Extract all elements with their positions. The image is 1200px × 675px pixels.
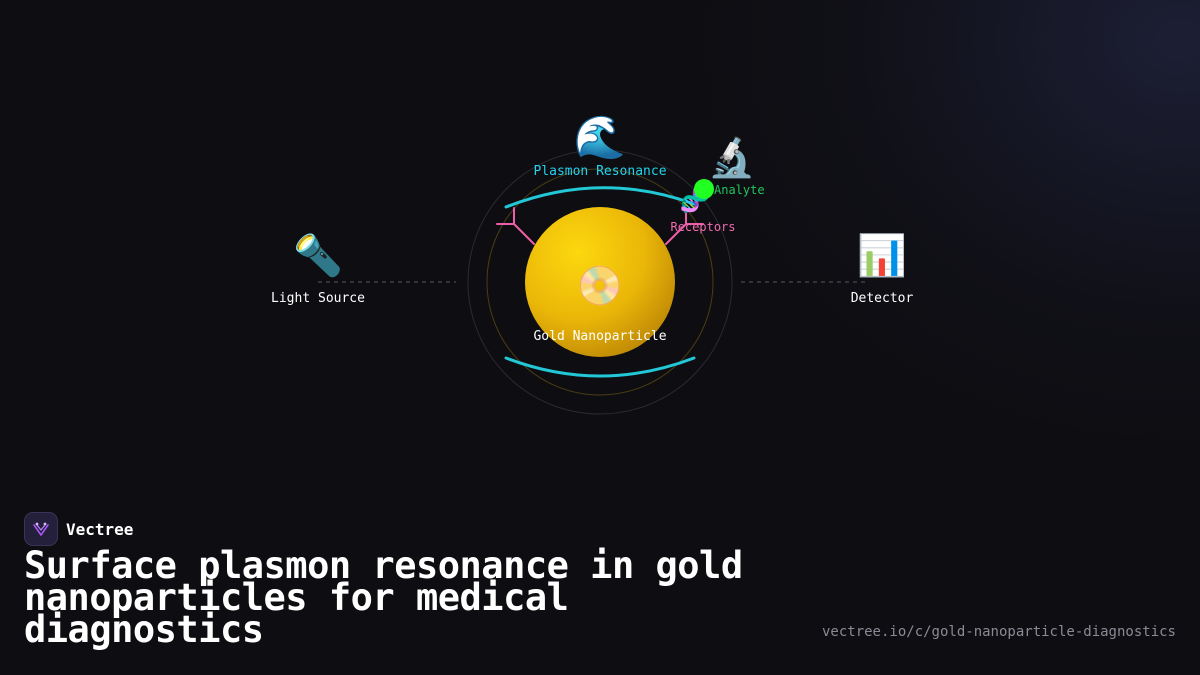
light-source-label: Light Source bbox=[271, 291, 365, 306]
flashlight-icon: 🔦 bbox=[293, 232, 343, 279]
microscope-icon: 🔬 bbox=[708, 135, 755, 180]
outer-orbit-ring bbox=[467, 149, 733, 415]
wave-icon: 🌊 bbox=[574, 113, 626, 162]
analyte-molecule-dot bbox=[694, 179, 714, 199]
disc-icon: 📀 bbox=[576, 264, 623, 309]
plasmon-wave-bottom bbox=[504, 356, 696, 378]
gold-nanoparticle-label: Gold Nanoparticle bbox=[533, 329, 666, 344]
receptor-right bbox=[665, 207, 704, 245]
plasmon-wave-top bbox=[504, 186, 696, 209]
inner-orbit-ring bbox=[486, 168, 714, 396]
gold-nanoparticle-sphere bbox=[525, 207, 675, 357]
plasmon-resonance-label: Plasmon Resonance bbox=[533, 164, 666, 179]
detector-label: Detector bbox=[851, 291, 914, 306]
analyte-label: Analyte bbox=[714, 183, 765, 197]
receptor-left bbox=[496, 207, 535, 245]
bar-chart-icon: 📊 bbox=[857, 232, 907, 279]
brand-name: Vectree bbox=[66, 519, 134, 539]
source-url[interactable]: vectree.io/c/gold-nanoparticle-diagnosti… bbox=[821, 624, 1176, 640]
vectree-logo-icon bbox=[24, 512, 58, 546]
brand: Vectree bbox=[24, 512, 133, 546]
page-title: Surface plasmon resonance in gold nanopa… bbox=[24, 544, 743, 651]
receptors-label: Receptors bbox=[670, 220, 735, 234]
